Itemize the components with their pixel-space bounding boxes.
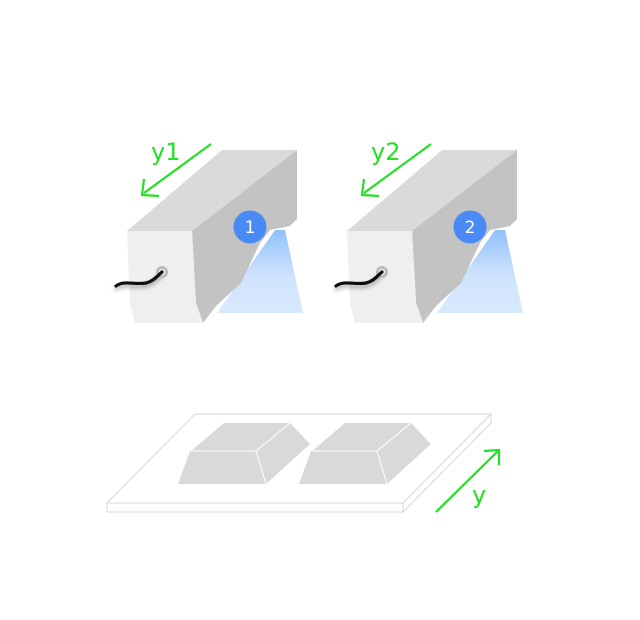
object-1 [178, 422, 310, 485]
y-axis-label: y [472, 481, 486, 509]
y2-axis-arrow: y2 [360, 138, 432, 198]
y-axis-arrow: y [435, 448, 501, 513]
svg-text:1: 1 [245, 218, 256, 238]
svg-text:2: 2 [465, 218, 476, 238]
y1-axis-label: y1 [151, 138, 180, 166]
sensor-1: y1 1 [114, 138, 303, 323]
housing-top-face [347, 150, 517, 231]
sensor-2: y2 2 [334, 138, 523, 323]
object-2 [299, 422, 431, 485]
base-plate [105, 412, 493, 514]
sensor-2-badge: 2 [453, 210, 487, 244]
light-beam-icon [217, 230, 303, 313]
light-beam-icon [437, 230, 523, 313]
y2-axis-label: y2 [371, 138, 400, 166]
sensor-1-badge: 1 [233, 210, 267, 244]
housing-top-face [127, 150, 297, 231]
y1-axis-arrow: y1 [140, 138, 212, 198]
